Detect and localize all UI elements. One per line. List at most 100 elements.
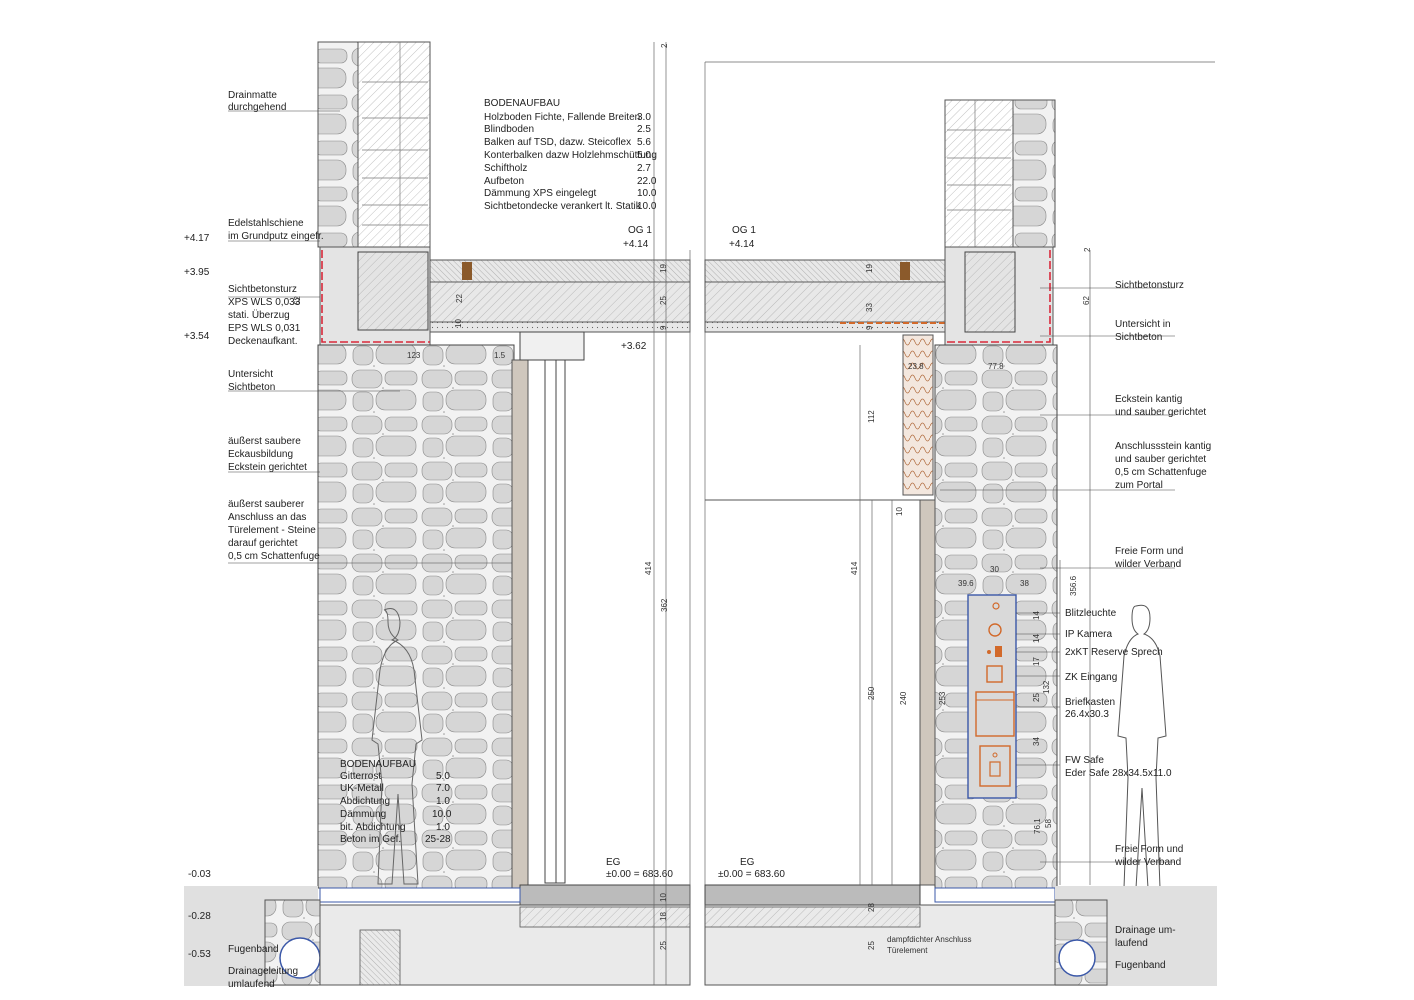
annotation-text: Untersicht in <box>1115 319 1171 330</box>
level-tag: +3.62 <box>621 341 647 352</box>
dim-value: 19 <box>659 264 668 273</box>
floor-build-upper-value: 10.0 <box>637 201 657 212</box>
floor-build-upper-value: 3.0 <box>637 112 651 123</box>
annotations-right: Sichtbetonsturz Untersicht in Sichtbeton… <box>887 280 1211 971</box>
floor-build-upper-label: Balken auf TSD, dazw. Steicoflex <box>484 137 631 148</box>
dim-value: 58 <box>1044 819 1053 828</box>
dim-value: 39.6 <box>958 579 974 588</box>
dim-value: 132 <box>1042 680 1051 694</box>
annotation-text: umlaufend <box>228 979 275 990</box>
floor-build-lower-label: Beton im Gef. <box>340 834 401 845</box>
safe-lock-icon <box>992 752 998 758</box>
level-tag: ±0.00 = 683.60 <box>606 869 673 880</box>
floor-build-upper-value: 2.5 <box>637 124 651 135</box>
slab-concrete-right <box>704 281 976 323</box>
annotation-text: darauf gerichtet <box>228 538 298 549</box>
floor-build-upper-value: 10.0 <box>637 188 657 199</box>
dim-value: 38 <box>1020 579 1029 588</box>
masonry-joints-left <box>362 42 428 247</box>
dim-value: 10 <box>895 507 904 516</box>
floor-build-lower-value: 5.0 <box>436 771 450 782</box>
annotation-text: äußerst saubere <box>228 436 301 447</box>
dim-value: 25 <box>659 941 668 950</box>
annotation-text: Drainmatte <box>228 90 277 101</box>
dim-value: 240 <box>899 691 908 705</box>
level-marker: -0.53 <box>188 949 211 960</box>
dim-value: 1.5 <box>494 351 506 360</box>
annotation-text: Freie Form und <box>1115 546 1183 557</box>
dim-value: 2 <box>660 43 669 48</box>
dim-value: 414 <box>644 561 653 575</box>
annotation-text: und sauber gerichtet <box>1115 454 1206 465</box>
annotation-text: FW Safe <box>1065 755 1104 766</box>
annotation-text: Sichtbeton <box>228 382 275 393</box>
drain-pipe-right <box>1058 939 1096 977</box>
dim-value: 25 <box>867 941 876 950</box>
dim-value: 62 <box>1082 296 1091 305</box>
lintel-insulation-red-right <box>945 250 1051 343</box>
floor-build-upper-label: Schiftholz <box>484 163 527 174</box>
dim-value: 22 <box>455 294 464 303</box>
floor-build-lower-value: 7.0 <box>436 783 450 794</box>
masonry-joints-right <box>947 100 1011 247</box>
portal-insulation <box>902 334 934 496</box>
level-marker: -0.28 <box>188 911 211 922</box>
leader-lines-right <box>940 287 1175 863</box>
annotation-text: 0,5 cm Schattenfuge <box>228 551 320 562</box>
floor-build-upper-heading: BODENAUFBAU <box>484 98 560 109</box>
annotation-text: äußerst sauberer <box>228 499 305 510</box>
door-glass-left <box>544 334 566 884</box>
dim-value: 17 <box>1032 657 1041 666</box>
access-control-icon <box>986 665 1003 683</box>
mailbox-icon <box>975 691 1015 737</box>
dim-lines-right <box>859 250 1091 885</box>
floor-grate-left <box>319 887 521 903</box>
floor-right <box>704 884 921 908</box>
floor-build-upper-label: Konterbalken dazw Holzlehmschüttung <box>484 150 657 161</box>
floor-build-upper-value: 5.6 <box>637 137 651 148</box>
annotation-text: Edelstahlschiene <box>228 218 304 229</box>
dim-value: 253 <box>938 691 947 705</box>
floor-build-lower-label: Abdichtung <box>340 796 390 807</box>
annotation-text: Deckenaufkant. <box>228 336 298 347</box>
annotation-text: Fugenband <box>1115 960 1166 971</box>
floor-build-upper-label: Dämmung XPS eingelegt <box>484 188 597 199</box>
dim-value: 10 <box>454 319 463 328</box>
annotation-text: Türelement - Steine <box>228 525 316 536</box>
dim-value: 9 <box>659 325 668 330</box>
slab-underside-left <box>429 321 691 333</box>
floor-build-lower-label: Dämmung <box>340 809 386 820</box>
door-frame-right <box>919 499 936 886</box>
annotation-text: Sichtbeton <box>1115 332 1162 343</box>
dim-value: 112 <box>867 410 876 423</box>
annotation-text: Fugenband <box>228 944 279 955</box>
annotation-text: stati. Überzug <box>228 309 290 321</box>
dim-value: 414 <box>850 561 859 575</box>
annotation-text: 2xKT Reserve Sprech <box>1065 647 1163 658</box>
floor-build-upper-label: Blindboden <box>484 124 534 135</box>
annotation-text: 26.4x30.3 <box>1065 709 1109 720</box>
annotation-text: Drainageleitung <box>228 966 298 977</box>
annotation-text: XPS WLS 0,033 <box>228 297 301 308</box>
stone-wall-left <box>317 344 515 889</box>
annotation-text: Eckstein kantig <box>1115 394 1182 405</box>
annotation-text: Sichtbetonsturz <box>1115 280 1184 291</box>
floor-build-lower-label: UK-Metall <box>340 783 384 794</box>
level-tag: OG 1 <box>732 225 756 236</box>
floor-build-upper-label: Holzboden Fichte, Fallende Breiten <box>484 112 640 123</box>
floor-grate-right <box>934 887 1056 903</box>
annotation-text: dampfdichter Anschluss <box>887 935 972 944</box>
upper-stone-wall-right <box>1012 99 1056 248</box>
floor-build-lower-value: 10.0 <box>432 809 452 820</box>
level-marker: +3.95 <box>184 267 210 278</box>
flash-light-icon <box>992 602 1000 610</box>
dim-value: 23.8 <box>908 362 924 371</box>
door-frame-left <box>511 359 529 889</box>
level-marker: +4.17 <box>184 233 210 244</box>
safe-icon <box>979 745 1011 787</box>
level-tags: OG 1 +4.14 OG 1 +4.14 +3.62 EG ±0.00 = 6… <box>606 225 785 880</box>
level-marker: -0.03 <box>188 869 211 880</box>
annotation-text: Anschlussstein kantig <box>1115 441 1211 452</box>
kt-reserve-icon <box>987 650 991 654</box>
